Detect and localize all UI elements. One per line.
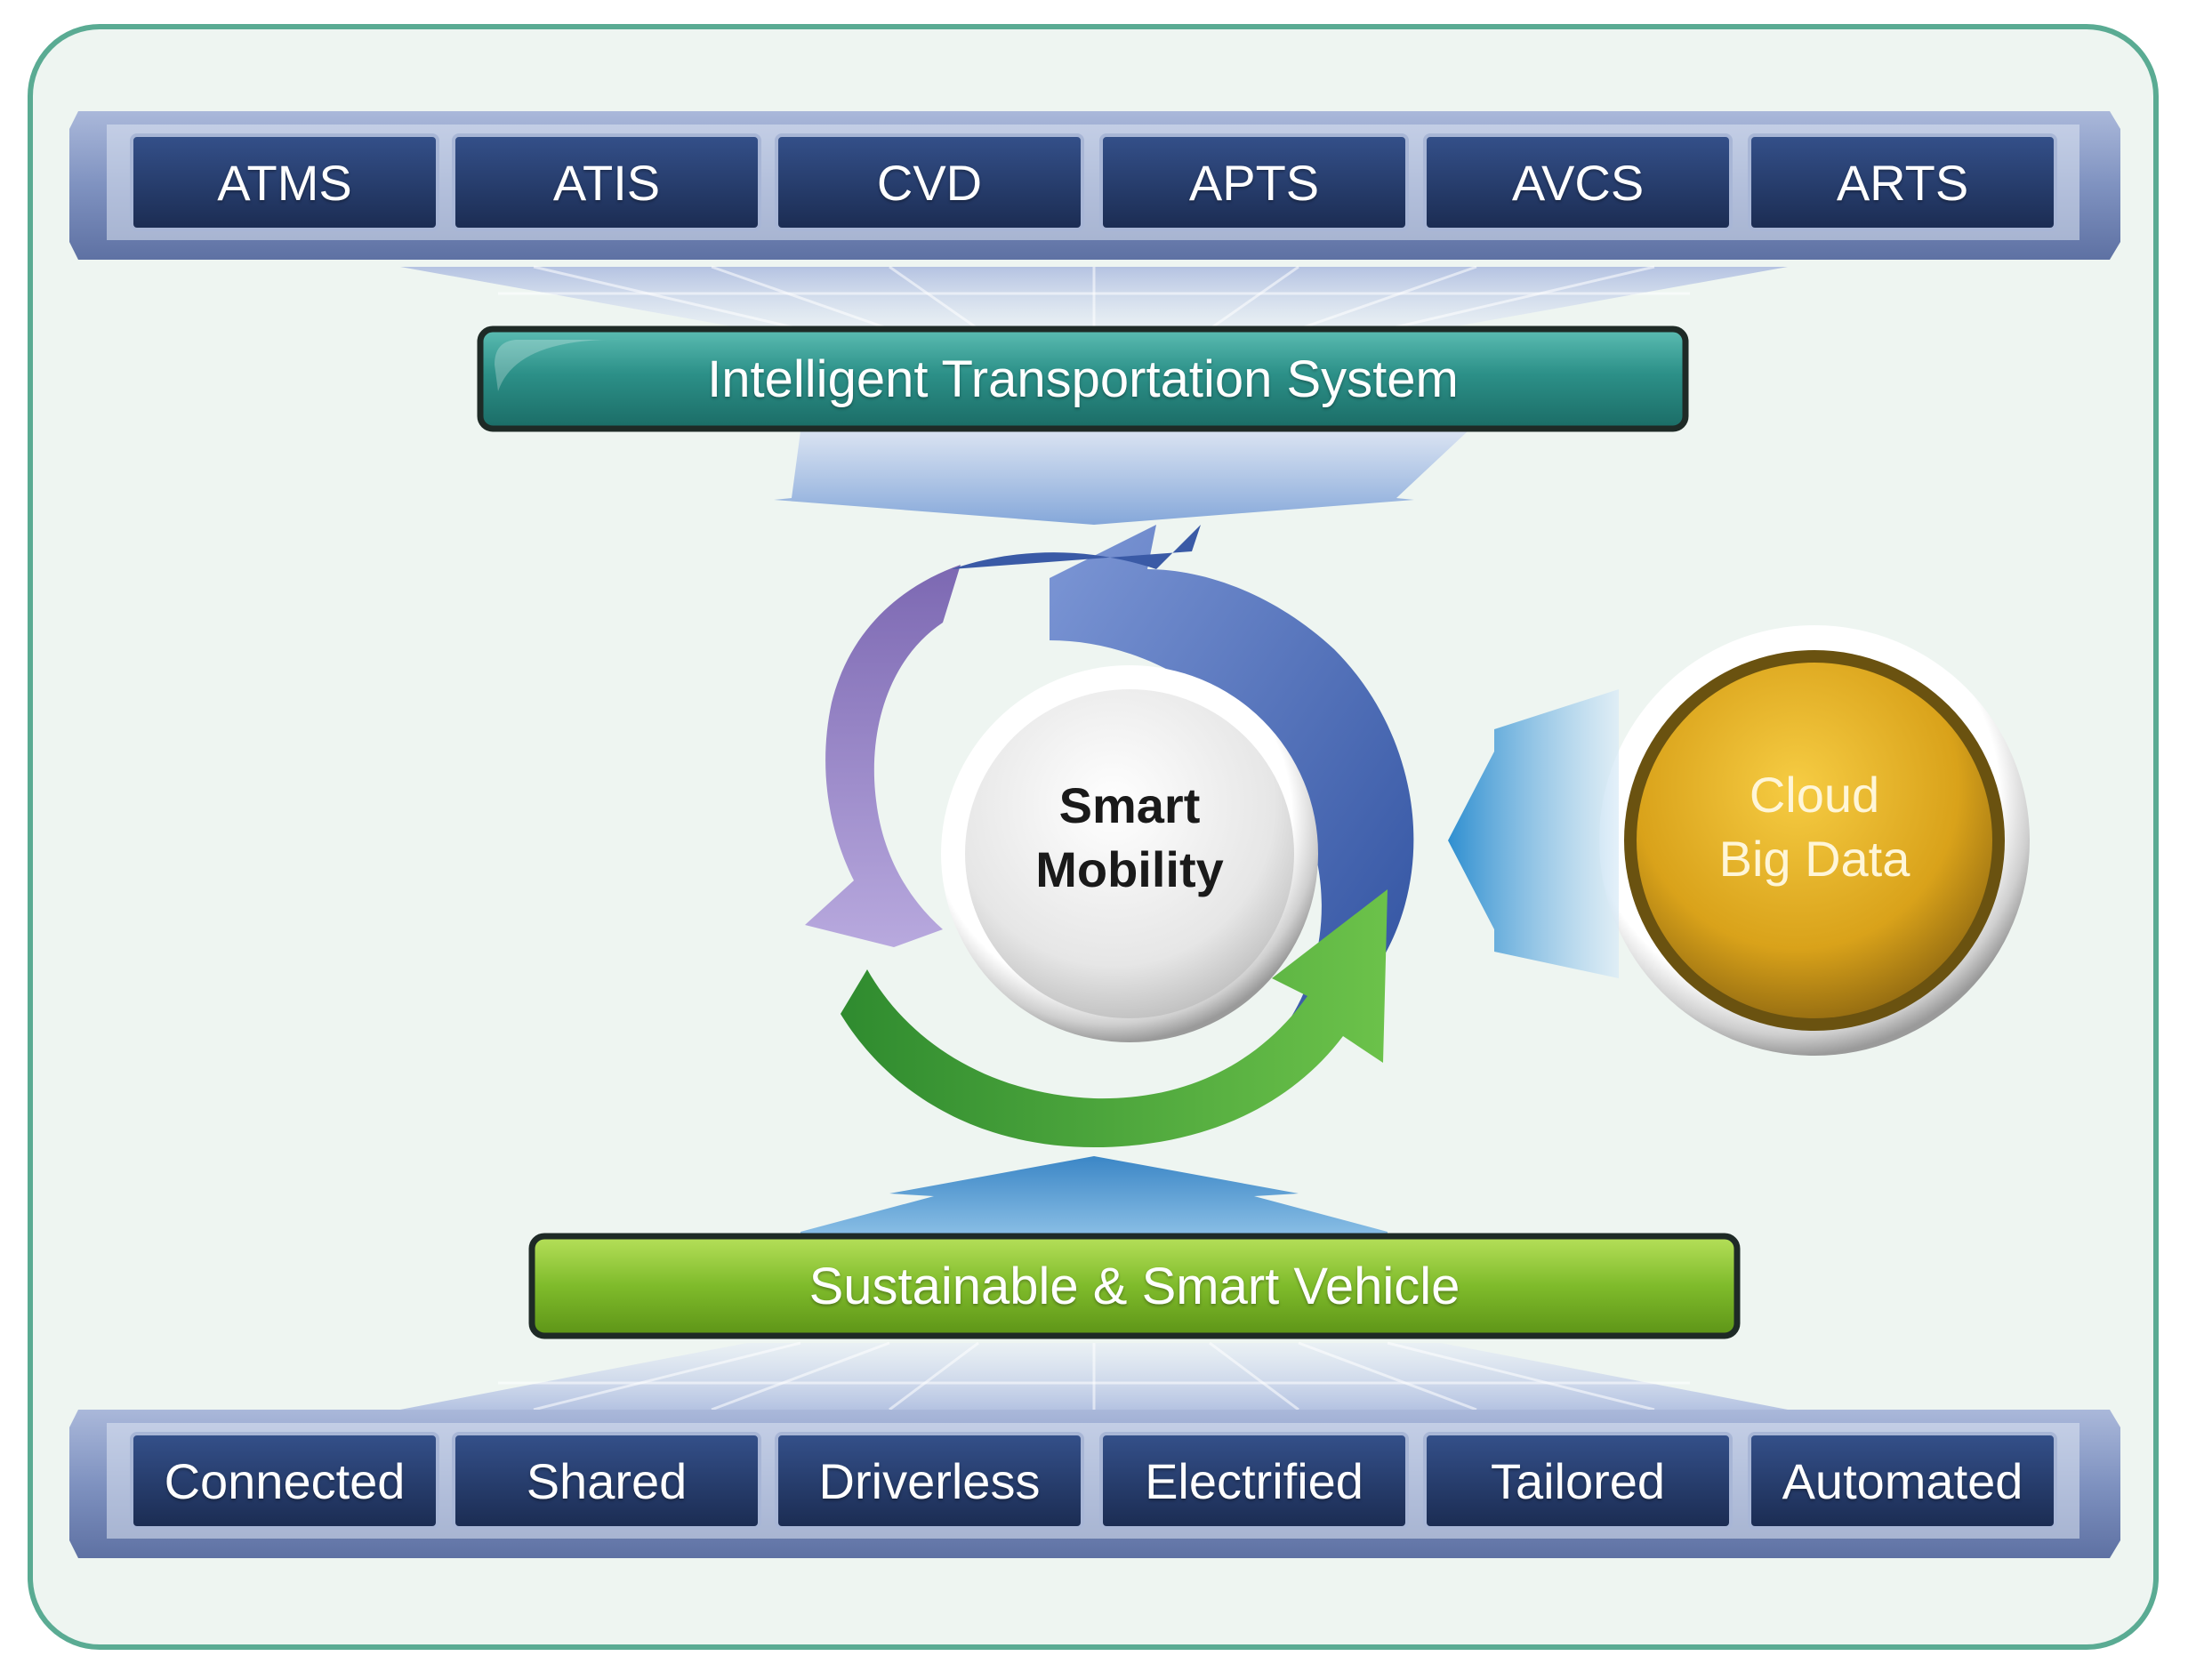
its-bar-shape	[477, 326, 1689, 432]
cloud-line1: Cloud	[1749, 767, 1880, 823]
its-bar: Intelligent Transportation System	[480, 329, 1685, 429]
center-label: Smart Mobility	[965, 774, 1294, 902]
tile-arts-shape	[1748, 133, 2057, 231]
tile-electrified-label: Electrified	[1145, 1452, 1363, 1509]
tile-electrified-shape	[1099, 1432, 1409, 1530]
vehicle-bar-shape	[528, 1233, 1741, 1339]
top-funnel-arrow	[774, 431, 1468, 525]
top-spread	[400, 265, 1788, 331]
tile-cvd: CVD	[776, 135, 1082, 229]
tile-tailored-label: Tailored	[1490, 1452, 1666, 1509]
tile-avcs-shape	[1423, 133, 1733, 231]
vehicle-bar: Sustainable & Smart Vehicle	[532, 1236, 1737, 1336]
cloud-line2: Big Data	[1718, 831, 1910, 887]
bottom-tiles	[130, 1432, 2057, 1530]
center-line2: Mobility	[1035, 841, 1224, 897]
its-bar-label: Intelligent Transportation System	[707, 350, 1459, 408]
bottom-funnel-arrow	[800, 1156, 1388, 1238]
tile-cvd-shape	[775, 133, 1084, 231]
cloud-label: Cloud Big Data	[1654, 763, 1975, 891]
tile-shared: Shared	[454, 1434, 760, 1528]
tile-connected: Connected	[132, 1434, 438, 1528]
tile-atis-shape	[452, 133, 761, 231]
tile-shared-label: Shared	[526, 1452, 688, 1509]
tile-avcs-label: AVCS	[1511, 154, 1645, 211]
side-arrow	[1448, 689, 1619, 978]
tile-driverless: Driverless	[776, 1434, 1082, 1528]
tile-apts-label: APTS	[1188, 154, 1320, 211]
top-tiles	[130, 133, 2057, 231]
cycle-rings	[805, 525, 1414, 1147]
cloud-disc	[1637, 663, 1992, 1018]
tile-connected-shape	[130, 1432, 439, 1530]
center-disc	[965, 689, 1294, 1018]
tile-tailored-shape	[1423, 1432, 1733, 1530]
tile-driverless-shape	[775, 1432, 1084, 1530]
tile-atms: ATMS	[132, 135, 438, 229]
tile-apts: APTS	[1101, 135, 1407, 229]
tile-atms-shape	[130, 133, 439, 231]
tile-arts: ARTS	[1750, 135, 2055, 229]
vehicle-bar-label: Sustainable & Smart Vehicle	[808, 1257, 1460, 1315]
tile-cvd-label: CVD	[876, 154, 983, 211]
tile-driverless-label: Driverless	[818, 1452, 1041, 1509]
bottom-spread	[400, 1341, 1788, 1411]
tile-electrified: Electrified	[1101, 1434, 1407, 1528]
tile-arts-label: ARTS	[1836, 154, 1969, 211]
tile-tailored: Tailored	[1425, 1434, 1731, 1528]
center-line1: Smart	[1058, 777, 1201, 833]
tile-atms-label: ATMS	[217, 154, 352, 211]
tile-automated-label: Automated	[1782, 1452, 2023, 1509]
tile-avcs: AVCS	[1425, 135, 1731, 229]
tile-atis-label: ATIS	[552, 154, 661, 211]
tile-connected-label: Connected	[164, 1452, 406, 1509]
tile-shared-shape	[452, 1432, 761, 1530]
tile-atis: ATIS	[454, 135, 760, 229]
tile-automated: Automated	[1750, 1434, 2055, 1528]
tile-apts-shape	[1099, 133, 1409, 231]
tile-automated-shape	[1748, 1432, 2057, 1530]
